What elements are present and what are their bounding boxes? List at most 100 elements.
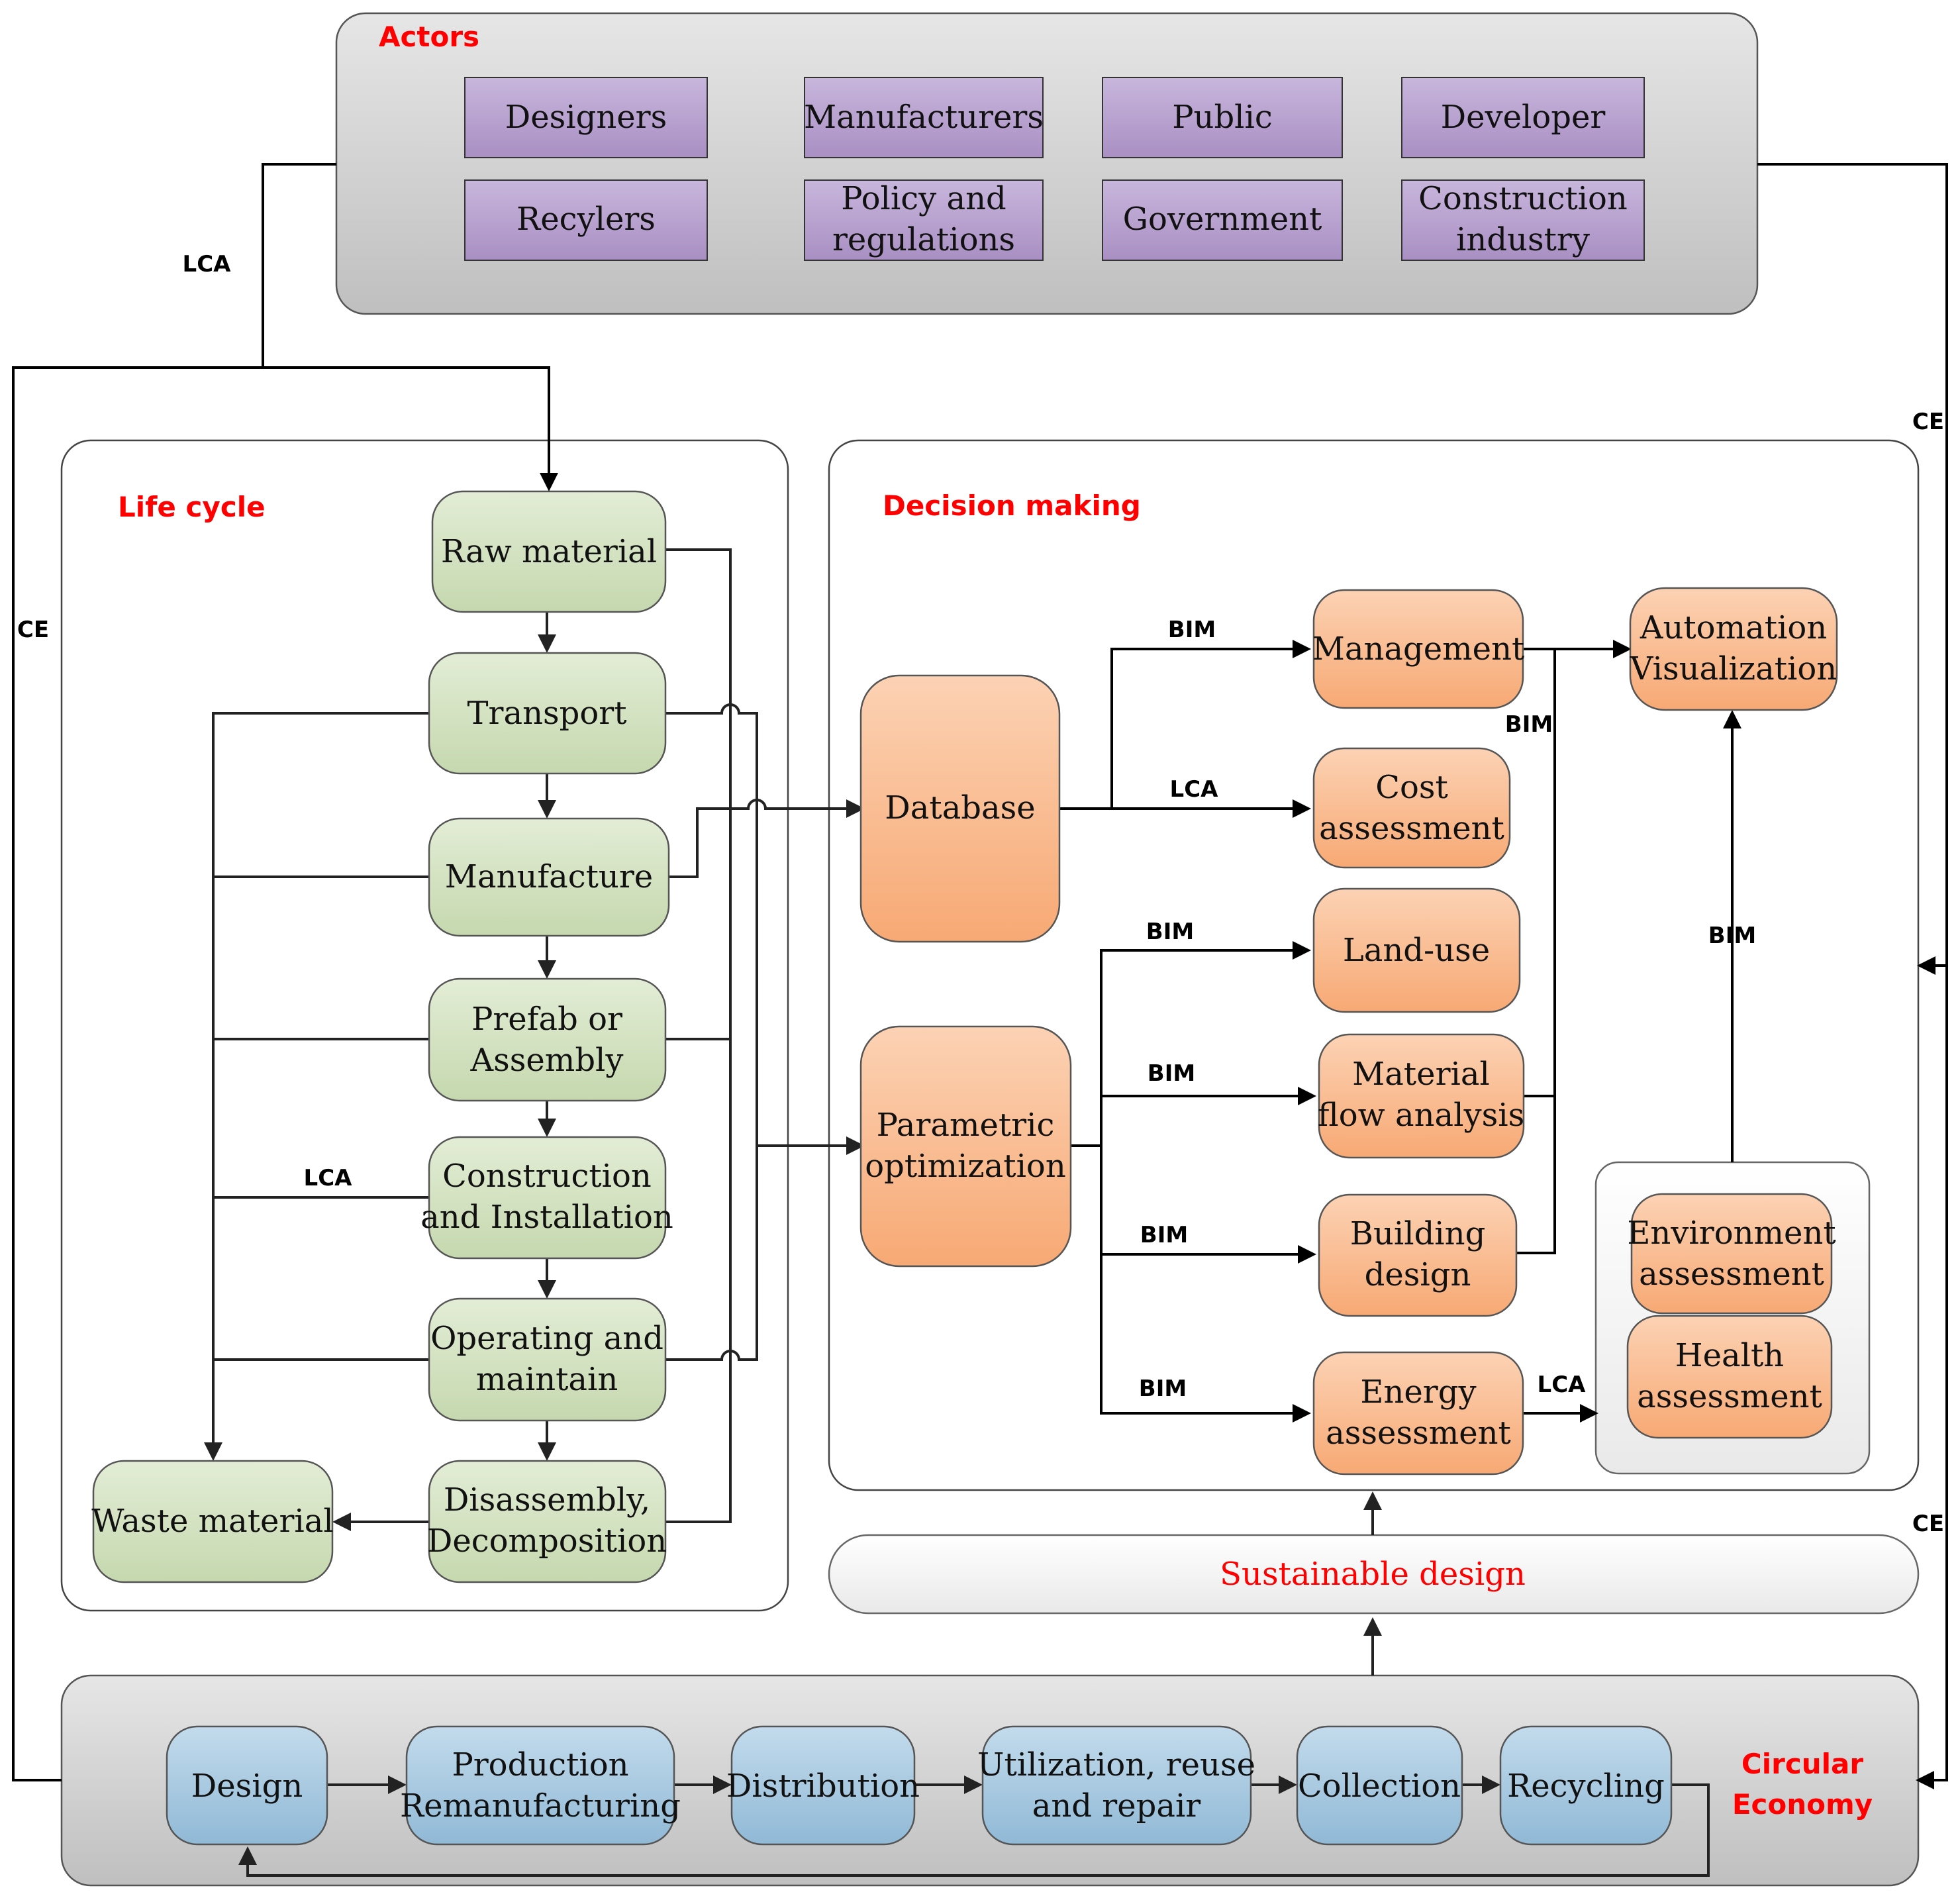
actor-designers: Designers: [464, 77, 708, 158]
arrow-parametric-to-landuse: [1071, 941, 1311, 1147]
automation-line1: Automation: [1640, 609, 1827, 646]
node-cost-assessment: Cost assessment: [1312, 747, 1511, 869]
ce-utilization-line1: Utilization, reuse: [977, 1746, 1255, 1783]
actor-construction-line1: Construction: [1418, 180, 1628, 217]
edge-label-bim-landuse: BIM: [1146, 919, 1194, 945]
actor-policy-line2: regulations: [832, 221, 1015, 258]
prefab-line2: Assembly: [469, 1042, 623, 1079]
edge-label-bim-building: BIM: [1140, 1222, 1188, 1248]
environment-line1: Environment: [1627, 1215, 1836, 1252]
decision-making-title: Decision making: [883, 489, 1141, 522]
construction-line1: Construction: [442, 1158, 652, 1195]
sustainable-design-label: Sustainable design: [1220, 1556, 1526, 1593]
actor-construction-industry: Construction industry: [1401, 179, 1645, 261]
actor-manufacturers-label: Manufacturers: [804, 99, 1044, 136]
parametric-line2: optimization: [865, 1148, 1066, 1185]
cost-line2: assessment: [1319, 810, 1504, 847]
ce-recycling: Recycling: [1499, 1725, 1673, 1846]
right-bus-outer: [665, 548, 732, 1523]
ce-collection: Collection: [1296, 1725, 1463, 1846]
actor-policy-line1: Policy and: [841, 180, 1006, 217]
ce-production-remanufacturing: Production Remanufacturing: [400, 1725, 681, 1846]
stage-transport: Transport: [428, 652, 667, 775]
life-cycle-panel: [60, 439, 789, 1612]
mfa-line2: flow analysis: [1318, 1097, 1525, 1134]
waste-material-label: Waste material: [91, 1503, 333, 1540]
stage-waste-material: Waste material: [91, 1460, 334, 1583]
stage-manufacture: Manufacture: [428, 817, 670, 937]
ce-production-line1: Production: [452, 1746, 628, 1783]
ce-collection-label: Collection: [1298, 1768, 1461, 1805]
actor-government-label: Government: [1123, 201, 1322, 238]
actors-title: Actors: [379, 21, 479, 53]
building-line1: Building: [1350, 1215, 1486, 1252]
circular-economy-title-line1: Circular: [1741, 1748, 1863, 1780]
operating-line2: maintain: [476, 1361, 618, 1398]
health-line1: Health: [1675, 1337, 1784, 1374]
node-automation-visualization: Automation Visualization: [1629, 587, 1838, 711]
node-building-design: Building design: [1318, 1193, 1518, 1317]
actor-manufacturers: Manufacturers: [804, 77, 1044, 158]
stage-construction-installation: Construction and Installation: [420, 1136, 673, 1260]
arrow-database-to-management: [1059, 640, 1311, 810]
node-database: Database: [859, 674, 1061, 943]
disassembly-line1: Disassembly,: [444, 1481, 650, 1519]
actor-government: Government: [1102, 179, 1343, 261]
transport-label: Transport: [467, 695, 627, 732]
edge-label-ce-right-top: CE: [1912, 409, 1944, 435]
edge-label-bim-management: BIM: [1168, 617, 1216, 643]
environment-line2: assessment: [1639, 1256, 1824, 1293]
cost-line1: Cost: [1375, 769, 1448, 806]
ce-design: Design: [166, 1725, 328, 1846]
transport-operating-bus: [665, 703, 758, 1361]
edge-label-ce-right-bottom: CE: [1912, 1511, 1944, 1537]
edge-label-bim-assessment: BIM: [1708, 923, 1756, 949]
stage-disassembly-decomposition: Disassembly, Decomposition: [427, 1460, 667, 1583]
edge-label-bim-energy: BIM: [1139, 1375, 1187, 1402]
edge-label-ce-left: CE: [17, 617, 49, 643]
ce-recycling-label: Recycling: [1507, 1768, 1665, 1805]
manufacture-label: Manufacture: [445, 858, 653, 895]
prefab-line1: Prefab or: [471, 1001, 622, 1038]
stage-operating-maintain: Operating and maintain: [428, 1297, 667, 1422]
loop-actors-to-circular: [1757, 163, 1948, 1789]
construction-line2: and Installation: [420, 1199, 673, 1236]
life-cycle-title: Life cycle: [118, 491, 266, 523]
node-parametric-optimization: Parametric optimization: [859, 1025, 1072, 1268]
mfa-line1: Material: [1352, 1056, 1490, 1093]
database-label: Database: [885, 789, 1035, 826]
node-energy-assessment: Energy assessment: [1312, 1351, 1524, 1475]
edge-label-lca-cost: LCA: [1170, 776, 1219, 803]
operating-line1: Operating and: [430, 1320, 663, 1357]
ce-distribution-label: Distribution: [726, 1768, 920, 1805]
actor-developer-label: Developer: [1441, 99, 1606, 136]
edge-label-bim-automation: BIM: [1505, 711, 1553, 738]
disassembly-line2: Decomposition: [427, 1523, 667, 1560]
stage-raw-material: Raw material: [431, 490, 667, 613]
energy-line2: assessment: [1326, 1415, 1511, 1452]
parametric-line1: Parametric: [877, 1107, 1055, 1144]
node-management: Management: [1312, 589, 1525, 709]
node-health-assessment: Health assessment: [1626, 1315, 1833, 1439]
arrow-parametric-to-energy: [1100, 1146, 1311, 1423]
energy-line1: Energy: [1360, 1374, 1476, 1411]
edge-label-lca-energy: LCA: [1538, 1372, 1587, 1398]
ce-utilization-line2: and repair: [1032, 1787, 1201, 1825]
circular-economy-title-line2: Economy: [1732, 1788, 1873, 1821]
arrow-manufacture-to-database: [669, 799, 865, 878]
building-line2: design: [1365, 1256, 1471, 1293]
stage-prefab-assembly: Prefab or Assembly: [428, 977, 667, 1102]
loop-actors-lca: [262, 163, 336, 368]
arrow-recycling-to-design: [238, 1783, 1710, 1877]
actor-public-label: Public: [1172, 99, 1273, 136]
health-line2: assessment: [1637, 1378, 1822, 1415]
node-land-use: Land-use: [1312, 887, 1521, 1013]
automation-line2: Visualization: [1630, 650, 1837, 687]
ce-distribution: Distribution: [726, 1725, 920, 1846]
raw-material-label: Raw material: [441, 533, 657, 570]
edge-label-lca-construction: LCA: [304, 1165, 353, 1191]
management-label: Management: [1312, 630, 1525, 668]
node-environment-assessment: Environment assessment: [1627, 1193, 1836, 1315]
edge-label-lca-actors: LCA: [183, 251, 232, 277]
